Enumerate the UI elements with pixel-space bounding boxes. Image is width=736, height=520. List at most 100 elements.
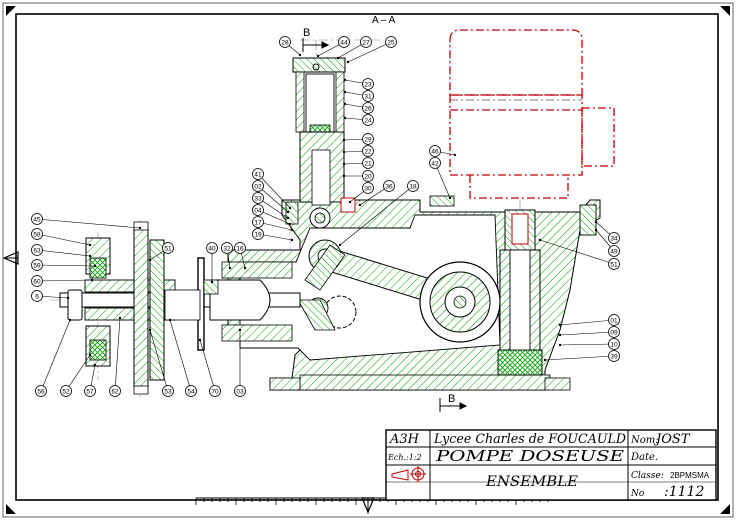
callout-leader-dot <box>238 328 242 332</box>
callout-leader-dot <box>88 243 92 247</box>
callout-bubble <box>429 157 441 169</box>
callout-leader-dot <box>288 206 292 210</box>
callout-number: 20 <box>364 173 372 180</box>
callout-leader-dot <box>342 174 346 178</box>
callout-bubble <box>31 275 43 287</box>
vertical-shaft <box>429 195 597 376</box>
callout-leader-dot <box>338 243 342 247</box>
callout-leader-dot <box>343 116 347 120</box>
callout-leader-dot <box>243 266 247 270</box>
callout-bubble <box>60 385 72 397</box>
callout-bubble <box>31 213 43 225</box>
callout-bubble <box>162 242 174 254</box>
callout-number: 04 <box>254 207 262 214</box>
callout-leader-dot <box>358 203 362 207</box>
callout-number: 29 <box>364 136 372 143</box>
callout-leader <box>36 218 141 229</box>
cartouche-format: A3H <box>389 432 420 447</box>
callout-leader <box>347 41 392 63</box>
callout-number: 36 <box>385 183 393 190</box>
callout-leader <box>36 249 91 257</box>
callout-leader <box>114 317 121 392</box>
callout-number: 33 <box>254 195 262 202</box>
callout-leader-dot <box>68 318 72 322</box>
callout-leader-dot <box>288 222 292 226</box>
callout-bubble <box>383 180 395 192</box>
callout-bubble <box>234 385 246 397</box>
callout-bubble <box>109 385 121 397</box>
callout-number: 10 <box>610 341 618 348</box>
callout-leader-dot <box>118 316 122 320</box>
callout-number: 01 <box>610 317 618 324</box>
callout-leader-dot <box>453 153 457 157</box>
callout-bubble <box>31 290 43 302</box>
callout-number: 41 <box>254 171 262 178</box>
callout-leader-dot <box>88 353 92 357</box>
callout-leader-dot <box>90 278 94 282</box>
callout-leader <box>36 279 93 282</box>
callout-leader <box>339 185 414 246</box>
callout-leader <box>199 339 216 392</box>
callout-number: 19 <box>254 231 262 238</box>
callout-number: 27 <box>362 39 370 46</box>
callout-number: 09 <box>610 329 618 336</box>
callout-number: 53 <box>164 388 172 395</box>
cartouche-school: Lycee Charles de FOUCAULD <box>433 432 627 447</box>
callout-leader-dot <box>342 162 346 166</box>
callout-bubble <box>252 216 264 228</box>
callout-bubble <box>252 180 264 192</box>
callout-bubble <box>362 145 374 157</box>
callout-bubble <box>221 242 233 254</box>
callout-bubble <box>608 338 620 350</box>
left-shaft-assembly <box>59 221 301 395</box>
callout-leader-dot <box>148 328 152 332</box>
callout-leader <box>559 343 615 346</box>
motor-outline <box>449 29 615 199</box>
callout-number: 32 <box>223 245 231 252</box>
callout-number: 51 <box>164 245 172 252</box>
callout-bubble <box>209 385 221 397</box>
callout-bubble <box>35 385 47 397</box>
cartouche-number-value: :1112 <box>664 484 704 500</box>
callout-number: 18 <box>409 183 417 190</box>
callout-leader-dot <box>316 54 320 58</box>
callout-number: 42 <box>431 160 439 167</box>
callout-leader <box>544 355 615 361</box>
cartouche-date-label: Date. <box>630 452 658 463</box>
callout-bubble <box>608 258 620 270</box>
callout-bubble <box>608 314 620 326</box>
callout-bubble <box>206 242 218 254</box>
callout-number: 21 <box>364 160 372 167</box>
callout-leader-dot <box>543 358 547 362</box>
callout-number: 03 <box>236 388 244 395</box>
callout-number: 46 <box>431 148 439 155</box>
callout-number: 24 <box>364 117 372 124</box>
callout-bubble <box>252 228 264 240</box>
callout-leader-dot <box>210 280 214 284</box>
callout-bubble <box>362 170 374 182</box>
callout-leader-dot <box>286 216 290 220</box>
callout-number: 60 <box>33 278 41 285</box>
callout-bubble <box>84 385 96 397</box>
callout-bubble <box>362 102 374 114</box>
callout-number: 31 <box>364 93 372 100</box>
cartouche-number-label: No <box>630 489 645 499</box>
callout-number: 22 <box>364 148 372 155</box>
callout-leader-dot <box>336 56 340 60</box>
projection-symbol <box>391 466 426 482</box>
callout-leader-dot <box>594 220 598 224</box>
callout-bubble <box>252 168 264 180</box>
callout-bubble <box>31 259 43 271</box>
callout-leader-dot <box>148 258 152 262</box>
cartouche-title: POMPE DOSEUSE <box>435 447 624 465</box>
callout-number: 28 <box>281 39 289 46</box>
cartouche-class-label: Classe: <box>631 471 664 481</box>
callout-leader <box>257 185 289 213</box>
callout-leader <box>65 354 91 392</box>
callout-leader-dot <box>298 53 302 57</box>
callout-bubble <box>360 36 372 48</box>
callout-leader <box>169 319 192 392</box>
callout-number: 70 <box>211 388 219 395</box>
callout-bubble <box>252 204 264 216</box>
